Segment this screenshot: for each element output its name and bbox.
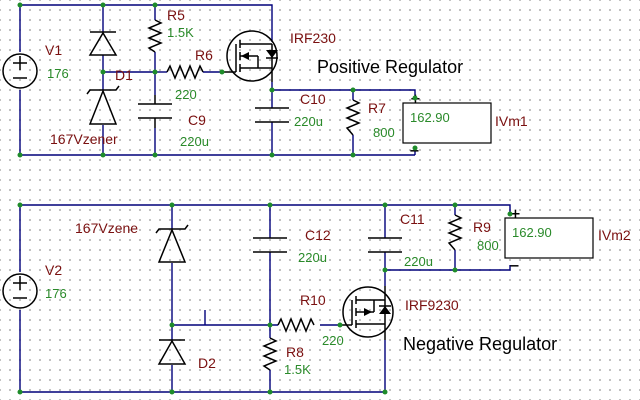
r9-value: 800 (477, 238, 499, 253)
r9-ref: R9 (473, 219, 491, 235)
c10-value: 220u (294, 114, 323, 129)
negative-wires (19, 204, 511, 393)
meter1-minus-sign: − (409, 144, 420, 159)
c9-ref: C9 (188, 112, 206, 128)
r10-ref: R10 (300, 292, 326, 308)
v1-ref: V1 (45, 42, 62, 58)
positive-regulator-title: Positive Regulator (317, 57, 463, 77)
meter2-minus-sign: − (509, 259, 520, 274)
voltmeter-ivm1[interactable]: + − (402, 92, 492, 159)
positive-capacitor-c9[interactable] (138, 95, 172, 128)
c10-ref: C10 (300, 91, 326, 107)
r5-value: 1.5K (167, 25, 194, 40)
irf9230-ref: IRF9230 (405, 297, 459, 313)
negative-resistor-r10[interactable] (277, 317, 315, 333)
voltmeter-ivm2[interactable]: + − (504, 207, 594, 274)
positive-mosfet-irf230[interactable] (222, 30, 278, 82)
r6-value: 220 (175, 87, 197, 102)
d2-ref: D2 (198, 355, 216, 371)
r10-value: 220 (322, 333, 344, 348)
positive-resistor-r5[interactable] (147, 19, 163, 53)
c11-ref: C11 (400, 211, 425, 227)
positive-resistor-r7[interactable] (345, 99, 361, 136)
v2-ref: V2 (45, 262, 62, 278)
meter2-plus-sign: + (510, 207, 521, 222)
r6-ref: R6 (195, 47, 213, 63)
negative-capacitor-c12[interactable] (253, 237, 287, 253)
negative-mosfet-irf9230[interactable] (340, 286, 394, 340)
zener-d1-value: 167Vzener (50, 131, 118, 147)
c12-value: 220u (298, 250, 327, 265)
c11-value: 220u (404, 254, 433, 269)
irf230-ref: IRF230 (290, 30, 336, 46)
c9-value: 220u (180, 134, 209, 149)
negative-battery-v2[interactable] (2, 273, 38, 309)
ivm1-ref: IVm1 (495, 113, 528, 129)
positive-zener-d1[interactable] (86, 85, 120, 125)
positive-regulator-circuit: V1 176 D1 167Vzener R5 1.5K C9 220u (2, 2, 528, 159)
positive-diode-top[interactable] (88, 31, 118, 56)
r5-ref: R5 (167, 7, 185, 23)
ivm1-value: 162.90 (410, 110, 450, 125)
r7-ref: R7 (368, 100, 386, 116)
negative-zener[interactable] (155, 224, 189, 263)
r8-value: 1.5K (284, 362, 311, 377)
v1-value: 176 (47, 66, 69, 81)
negative-regulator-circuit: V2 176 167Vzene D2 C12 220u C11 220u (2, 202, 631, 395)
ivm2-value: 162.90 (512, 225, 552, 240)
ivm2-ref: IVm2 (598, 227, 631, 243)
r7-value: 800 (373, 125, 395, 140)
v2-value: 176 (45, 286, 67, 301)
negative-zener-value: 167Vzene (75, 220, 138, 236)
d1-ref: D1 (115, 67, 133, 83)
positive-capacitor-c10[interactable] (255, 107, 289, 123)
negative-resistor-r9[interactable] (447, 214, 463, 251)
negative-regulator-title: Negative Regulator (403, 334, 557, 354)
c12-ref: C12 (305, 227, 331, 243)
positive-junction-nodes (17, 2, 418, 158)
positive-resistor-r6[interactable] (166, 64, 204, 80)
negative-junction-nodes (17, 202, 513, 395)
negative-capacitor-c11[interactable] (368, 237, 402, 253)
r8-ref: R8 (286, 344, 304, 360)
negative-resistor-r8[interactable] (262, 337, 278, 371)
positive-battery-v1[interactable] (2, 53, 38, 89)
negative-diode-d2[interactable] (157, 339, 187, 365)
